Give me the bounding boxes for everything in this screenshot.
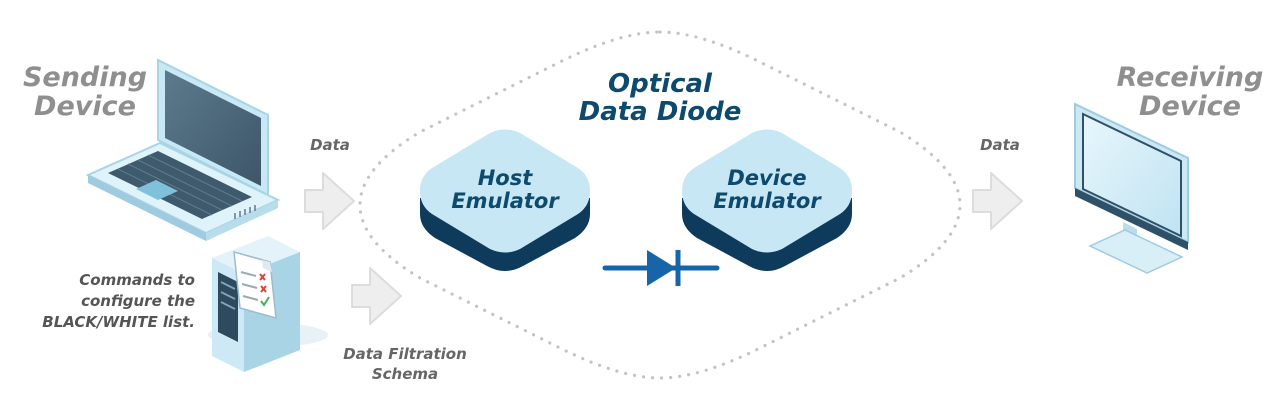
diode-line1: Optical xyxy=(608,69,712,99)
host-line1: Host xyxy=(477,166,533,190)
filtration-line2: Schema xyxy=(371,364,439,383)
device-emulator-label: Device Emulator xyxy=(697,167,837,212)
diode-symbol-icon xyxy=(602,250,720,286)
laptop-icon xyxy=(85,58,281,241)
arrow-data-right-icon xyxy=(972,172,1023,230)
diode-line2: Data Diode xyxy=(578,97,742,128)
host-emulator-box xyxy=(420,129,590,271)
commands-line3: BLACK/WHITE list. xyxy=(42,313,195,331)
monitor-icon xyxy=(1074,102,1189,274)
sending-device-label: Sending Device xyxy=(15,63,155,121)
data-right-label: Data xyxy=(980,136,1020,154)
data-filtration-schema-label: Data Filtration Schema xyxy=(325,345,485,384)
sending-line2: Device xyxy=(34,91,136,123)
host-line2: Emulator xyxy=(451,188,559,213)
commands-label: Commands to configure the BLACK/WHITE li… xyxy=(10,270,195,333)
commands-line2: configure the xyxy=(81,292,195,310)
optical-data-diode-title: Optical Data Diode xyxy=(560,70,760,126)
receiving-line2: Device xyxy=(1139,91,1241,123)
sending-line1: Sending xyxy=(22,62,148,93)
host-emulator-label: Host Emulator xyxy=(435,167,575,212)
filtration-line1: Data Filtration xyxy=(343,345,467,363)
receiving-line1: Receiving xyxy=(1116,62,1264,93)
device-line2: Emulator xyxy=(713,188,821,213)
commands-line1: Commands to xyxy=(79,271,195,289)
arrow-filtration-icon xyxy=(351,267,402,325)
device-emulator-box xyxy=(682,129,852,271)
device-line1: Device xyxy=(727,166,807,190)
diode-boundary xyxy=(358,30,962,380)
data-left-label: Data xyxy=(310,136,350,154)
server-checklist-icon xyxy=(208,236,328,372)
receiving-device-label: Receiving Device xyxy=(1105,63,1275,121)
arrow-data-left-icon xyxy=(304,172,355,230)
